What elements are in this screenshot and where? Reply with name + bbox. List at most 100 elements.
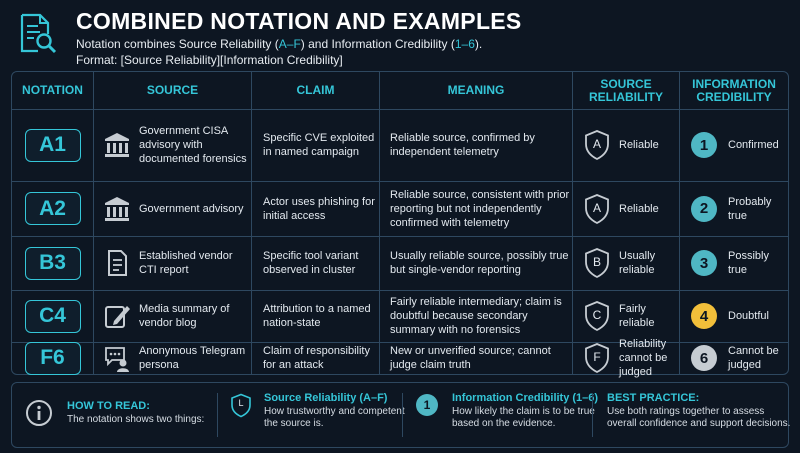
- source-cell: Anonymous Telegram persona: [94, 342, 252, 374]
- format-line: Format: [Source Reliability][Information…: [76, 53, 343, 67]
- credibility-legend-heading: Information Credibility (1–6): [452, 392, 599, 404]
- reliability-cell: B Usually reliable: [573, 236, 680, 290]
- credibility-cell: 3 Possibly true: [680, 236, 788, 290]
- claim-text: Claim of responsibility for an attack: [263, 345, 370, 371]
- page-title: COMBINED NOTATION AND EXAMPLES: [76, 8, 522, 34]
- reliability-shield-icon: A: [583, 193, 611, 225]
- source-text: Established vendor CTI report: [139, 250, 233, 276]
- meaning-cell: New or unverified source; cannot judge c…: [380, 342, 573, 374]
- page-subtitle: Notation combines Source Reliability (A–…: [76, 37, 483, 51]
- reliability-legend-section: L Source Reliability (A–F) How trustwort…: [218, 383, 405, 447]
- notation-cell: C4: [12, 290, 94, 342]
- credibility-label: Probably true: [728, 195, 772, 222]
- page-header: COMBINED NOTATION AND EXAMPLES Notation …: [14, 6, 786, 68]
- credibility-cell: 1 Confirmed: [680, 109, 788, 181]
- how-to-read-text: The notation shows two things:: [67, 414, 205, 425]
- government-building-icon: [105, 196, 129, 221]
- reliability-shield-icon: B: [583, 247, 611, 279]
- credibility-number-badge: 1: [691, 132, 717, 158]
- meaning-text: Fairly reliable intermediary; claim is d…: [390, 296, 562, 336]
- reliability-legend-heading: Source Reliability (A–F): [264, 392, 388, 404]
- notation-cell: A2: [12, 181, 94, 236]
- chat-bubble-icon: [105, 347, 129, 372]
- reliability-label: Reliable: [619, 139, 659, 151]
- meaning-cell: Reliable source, consistent with prior r…: [380, 181, 573, 236]
- how-to-read-section: HOW TO READ: The notation shows two thin…: [12, 383, 217, 447]
- credibility-label: Cannot be judged: [728, 345, 779, 371]
- claim-cell: Specific tool variant observed in cluste…: [252, 236, 380, 290]
- notation-cell: B3: [12, 236, 94, 290]
- reliability-shield-letter: L: [238, 398, 244, 408]
- claim-cell: Actor uses phishing for initial access: [252, 181, 380, 236]
- notation-badge: F6: [24, 341, 81, 375]
- reliability-shield-icon: F: [583, 342, 611, 374]
- best-practice-section: BEST PRACTICE: Use both ratings together…: [593, 383, 791, 447]
- source-cell: Media summary of vendor blog: [94, 290, 252, 342]
- claim-cell: Claim of responsibility for an attack: [252, 342, 380, 374]
- notation-cell: A1: [12, 109, 94, 181]
- credibility-cell: 4 Doubtful: [680, 290, 788, 342]
- credibility-label: Possibly true: [728, 250, 769, 276]
- credibility-number-badge: 2: [691, 195, 717, 222]
- source-text: Government advisory: [139, 202, 244, 215]
- notation-badge: C4: [24, 299, 81, 333]
- source-cell: Government advisory: [94, 181, 252, 236]
- source-text: Anonymous Telegram persona: [139, 345, 246, 371]
- reliability-label: Reliability cannot be judged: [619, 338, 668, 378]
- source-cell: Established vendor CTI report: [94, 236, 252, 290]
- reliability-cell: A Reliable: [573, 109, 680, 181]
- source-cell: Government CISA advisory with documented…: [94, 109, 252, 181]
- meaning-cell: Usually reliable source, possibly true b…: [380, 236, 573, 290]
- notation-badge: A1: [24, 128, 81, 162]
- credibility-legend-text-1: How likely the claim is to be true: [452, 406, 595, 417]
- info-icon: [26, 400, 52, 426]
- credibility-label: Confirmed: [728, 139, 779, 151]
- reliability-legend-text-2: the source is.: [264, 418, 324, 429]
- credibility-number-icon: 1: [416, 394, 438, 416]
- meaning-cell: Fairly reliable intermediary; claim is d…: [380, 290, 573, 342]
- best-practice-text-2: overall confidence and support decisions…: [607, 418, 791, 429]
- credibility-number-badge: 4: [691, 303, 717, 329]
- edit-pencil-icon: [105, 306, 130, 328]
- meaning-text: Usually reliable source, possibly true b…: [390, 250, 569, 276]
- claim-text: Actor uses phishing for initial access: [263, 195, 375, 222]
- col-header-meaning: MEANING: [380, 72, 573, 109]
- reliability-cell: C Fairly reliable: [573, 290, 680, 342]
- meaning-text: New or unverified source; cannot judge c…: [390, 345, 551, 371]
- reliability-letter: A: [592, 137, 601, 151]
- source-text: Government CISA advisory with documented…: [139, 125, 247, 165]
- credibility-label: Doubtful: [728, 310, 769, 322]
- best-practice-text-1: Use both ratings together to assess: [607, 406, 765, 417]
- government-building-icon: [105, 133, 129, 157]
- footer-divider: [592, 393, 593, 437]
- claim-text: Attribution to a named nation-state: [263, 303, 371, 329]
- meaning-cell: Reliable source, confirmed by independen…: [380, 109, 573, 181]
- reliability-shield-icon: A: [583, 129, 611, 161]
- col-header-claim: CLAIM: [252, 72, 380, 109]
- legend-footer: HOW TO READ: The notation shows two thin…: [11, 382, 791, 448]
- meaning-text: Reliable source, confirmed by independen…: [390, 132, 535, 158]
- notation-badge: A2: [24, 192, 81, 225]
- reliability-cell: F Reliability cannot be judged: [573, 338, 680, 378]
- claim-text: Specific CVE exploited in named campaign: [263, 132, 375, 158]
- reliability-letter: C: [592, 308, 602, 322]
- reliability-letter: A: [592, 200, 601, 215]
- credibility-number-badge: 3: [691, 250, 717, 276]
- reliability-letter: F: [593, 350, 601, 364]
- reliability-label: Fairly reliable: [619, 303, 655, 329]
- how-to-read-heading: HOW TO READ:: [67, 400, 150, 412]
- credibility-legend-text-2: based on the evidence.: [452, 418, 556, 429]
- credibility-number-badge: 6: [691, 345, 717, 371]
- credibility-cell: 2 Probably true: [680, 181, 788, 236]
- footer-divider: [402, 393, 403, 437]
- claim-cell: Specific CVE exploited in named campaign: [252, 109, 380, 181]
- reliability-label: Usually reliable: [619, 250, 656, 276]
